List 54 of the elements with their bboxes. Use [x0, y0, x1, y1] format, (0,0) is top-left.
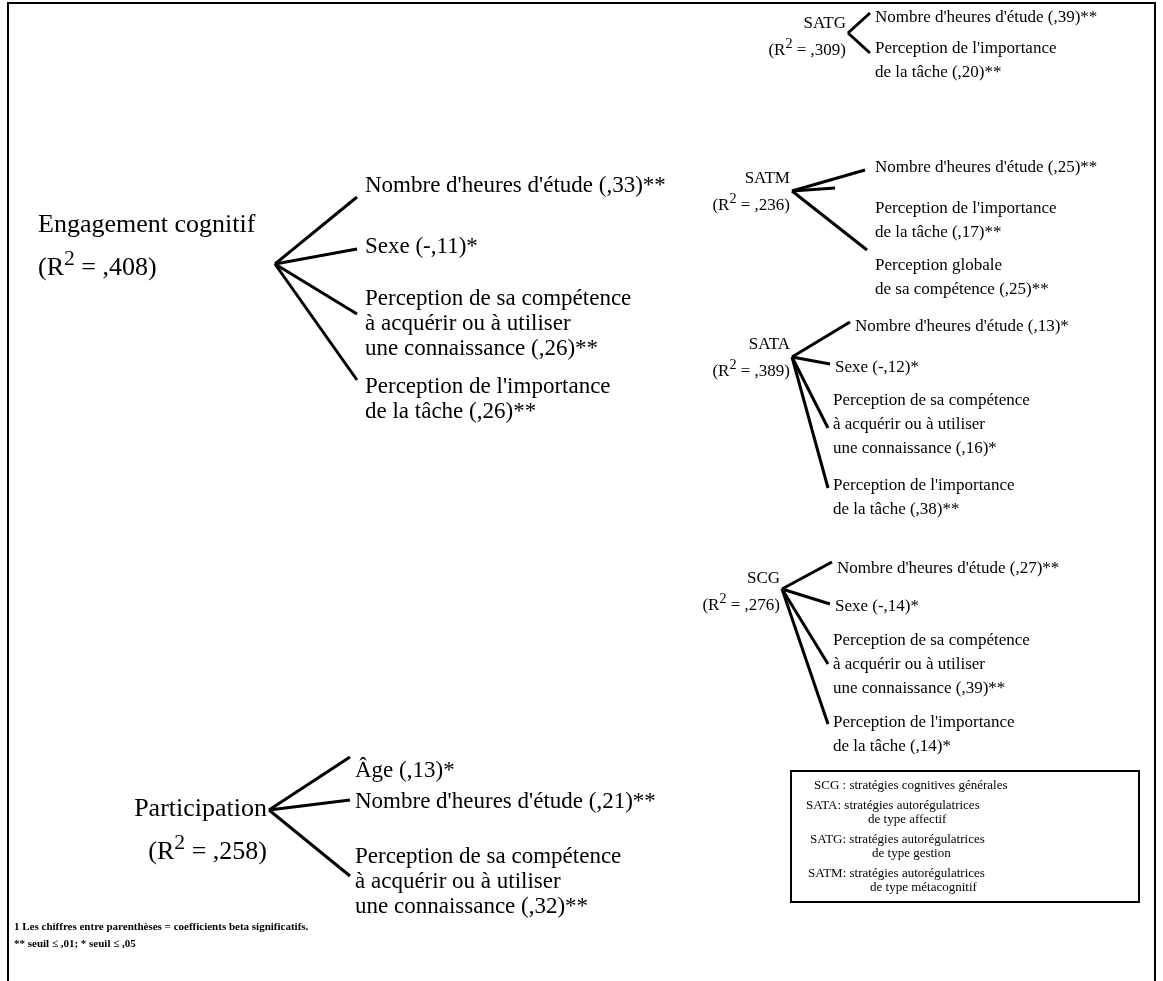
legend-entry: SCG : stratégies cognitives générales — [813, 778, 1009, 792]
branch-line — [274, 247, 358, 266]
predictor-label: Perception de l'importance de la tâche (,38)** — [833, 473, 1015, 521]
predictor-label: Perception de l'importance de la tâche (,17)** — [875, 196, 1057, 244]
predictor-label: Perception de l'importance de la tâche (,20)** — [875, 36, 1057, 84]
predictor-label: Perception de l'importance de la tâche (,26)** — [365, 373, 611, 423]
predictor-label: Nombre d'heures d'étude (,13)* — [855, 314, 1069, 338]
outcome-label: SCG — [745, 567, 780, 588]
branch-line — [268, 798, 351, 812]
predictor-label: Nombre d'heures d'étude (,21)** — [355, 788, 656, 813]
r-squared-label: (R$^{2}$ = ,309) — [767, 34, 846, 60]
r-squared-label: (R$^{2}$ = ,389) — [711, 355, 790, 381]
branch-line — [780, 588, 830, 725]
outcome-label: SATG — [802, 12, 846, 33]
predictor-label: Nombre d'heures d'étude (,27)** — [837, 556, 1060, 580]
predictor-label: Perception de sa compétence à acquérir ou à utiliser une connaissance (,32)** — [355, 843, 622, 918]
r-squared-label: (R$^{2}$ = ,276) — [701, 589, 780, 615]
predictor-label: Âge (,13)* — [355, 757, 455, 782]
predictor-label: Sexe (-,11)* — [365, 233, 478, 258]
outcome-label: Participation — [133, 793, 267, 823]
branch-line — [791, 355, 831, 366]
r-squared-label: (R$^{2}$ = ,236) — [711, 189, 790, 215]
branch-line — [791, 320, 851, 359]
branch-line — [268, 808, 351, 878]
branch-line — [274, 262, 358, 316]
footnote: 1 Les chiffres entre parenthèses = coefficients beta significatifs. — [14, 920, 309, 932]
predictor-label: Perception globale de sa compétence (,25)** — [875, 253, 1049, 301]
legend-entry: SATM: stratégies autorégulatrices de type métacognitif — [807, 866, 986, 894]
predictor-label: Sexe (-,12)* — [835, 355, 920, 379]
predictor-label: Sexe (-,14)* — [835, 594, 920, 618]
outcome-label: SATM — [743, 167, 790, 188]
branch-line — [781, 560, 833, 591]
outcome-label: Engagement cognitif — [38, 209, 257, 239]
predictor-label: Nombre d'heures d'étude (,33)** — [365, 172, 666, 197]
predictor-label: Nombre d'heures d'étude (,25)** — [875, 155, 1098, 179]
predictor-label: Nombre d'heures d'étude (,39)** — [875, 5, 1098, 29]
branch-line — [781, 587, 831, 606]
branch-line — [847, 31, 871, 55]
outcome-label: SATA — [747, 333, 790, 354]
legend-entry: SATG: stratégies autorégulatrices de type gestion — [809, 832, 986, 860]
branch-line — [273, 263, 359, 381]
branch-line — [274, 195, 358, 266]
predictor-label: Perception de l'importance de la tâche (,14)* — [833, 710, 1015, 758]
predictor-label: Perception de sa compétence à acquérir ou à utiliser une connaissance (,26)** — [365, 285, 632, 360]
branch-line — [790, 356, 830, 489]
legend-entry: SATA: stratégies autorégulatrices de type affectif — [805, 798, 981, 826]
predictor-label: Perception de sa compétence à acquérir ou à utiliser une connaissance (,16)* — [833, 388, 1030, 460]
predictor-label: Perception de sa compétence à acquérir ou à utiliser une connaissance (,39)** — [833, 628, 1030, 700]
r-squared-label: (R$^{2}$ = ,408) — [38, 245, 158, 282]
branch-line — [791, 186, 836, 193]
footnote: ** seuil ≤ ,01; * seuil ≤ ,05 — [14, 937, 136, 949]
branch-line — [791, 189, 868, 252]
r-squared-label: (R$^{2}$ = ,258) — [147, 829, 267, 866]
branch-line — [847, 11, 871, 35]
